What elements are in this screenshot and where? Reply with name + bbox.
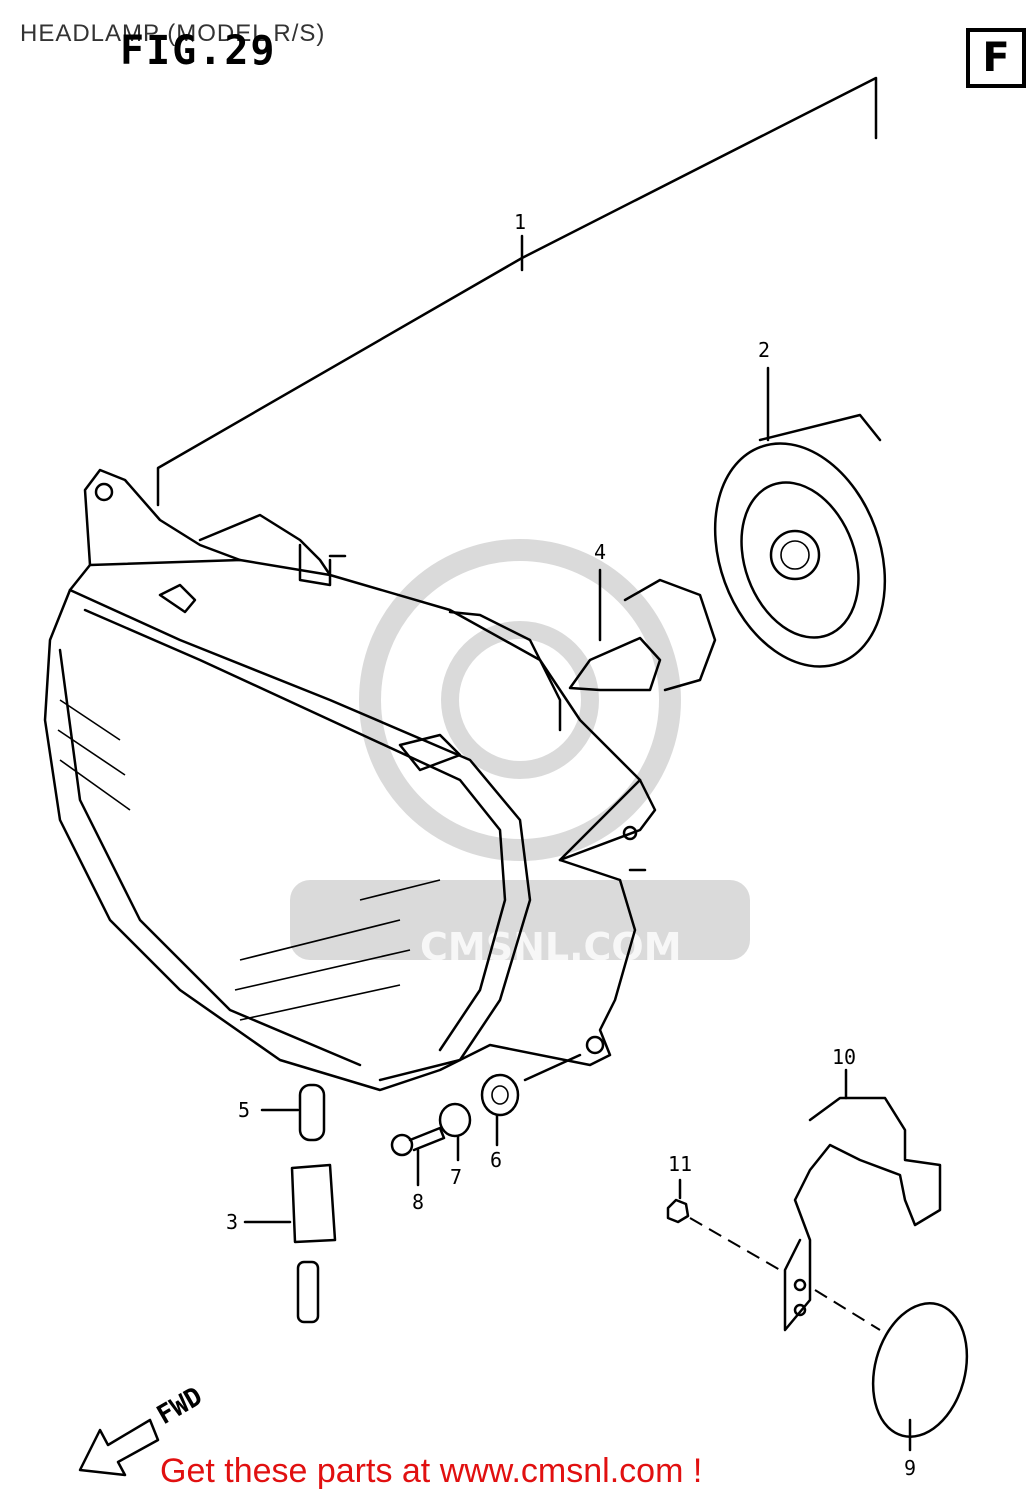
callout-7: 7 [450,1165,463,1189]
callout-5: 5 [238,1098,251,1122]
callout-6: 6 [490,1148,503,1172]
watermark-text: CMSNL.COM [420,925,682,969]
bracket-cap [871,1302,969,1452]
callout-8: 8 [412,1190,425,1214]
headlamp-bulb [568,568,717,692]
section-badge: F [966,28,1026,88]
fwd-arrow [78,1418,160,1477]
callout-9: 9 [904,1456,917,1480]
diagram-title: HEADLAMP (MODEL R/S) [20,20,326,47]
socket-cover [713,366,887,668]
callout-4: 4 [594,540,607,564]
screw [390,1126,446,1187]
watermark-logo [290,539,750,960]
position-socket [243,1163,337,1324]
nut [666,1178,690,1224]
callout-10: 10 [832,1045,857,1069]
collar [438,1102,472,1162]
shop-link[interactable]: Get these parts at www.cmsnl.com ! [160,1452,703,1490]
figure-number: FIG.29 [120,28,277,74]
headlamp-assembly [43,468,657,1092]
callout-11: 11 [668,1152,693,1176]
headlamp-bracket [783,1068,942,1332]
position-bulb [260,1083,326,1142]
grommet [480,1053,582,1147]
callout-2: 2 [758,338,771,362]
callout-1: 1 [514,210,527,234]
callout-3: 3 [226,1210,239,1234]
